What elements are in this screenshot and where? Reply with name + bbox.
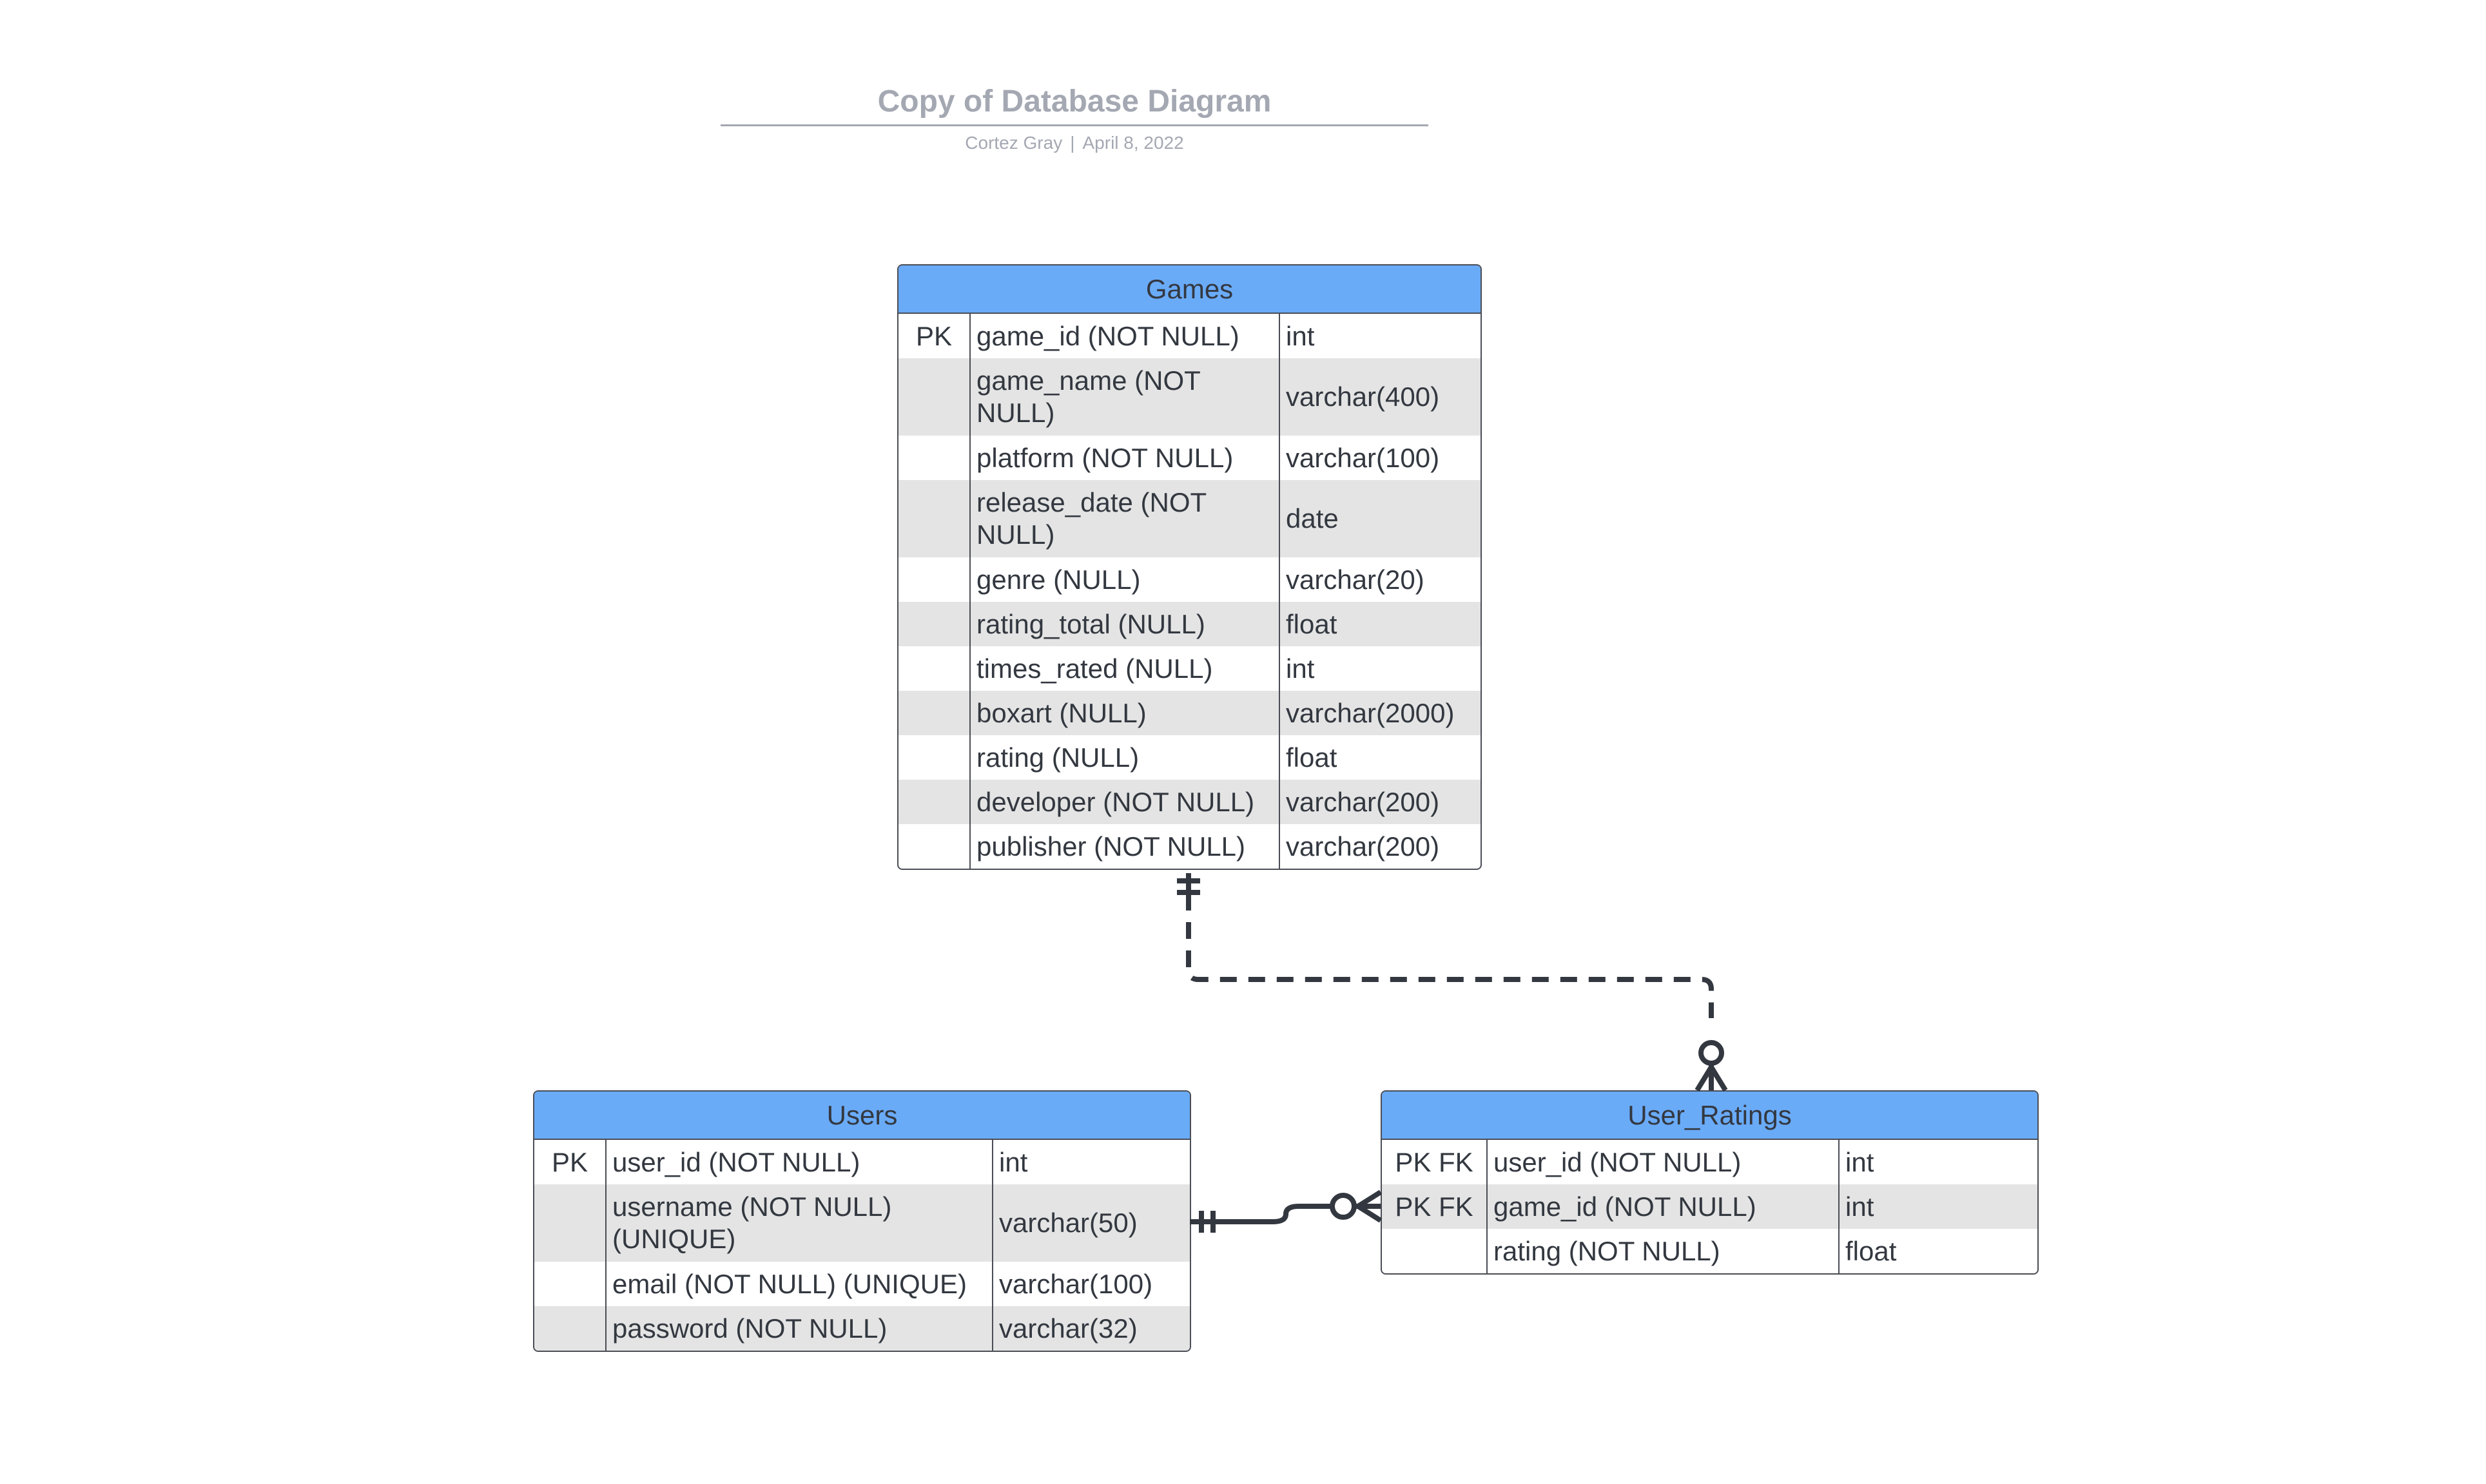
row-key: PK FK [1382, 1184, 1488, 1229]
row-key [1382, 1229, 1488, 1273]
row-field-name: developer (NOT NULL) [971, 780, 1280, 824]
row-field-type: varchar(2000) [1286, 697, 1455, 728]
row-field-type: varchar(20) [1286, 564, 1424, 595]
row-key [898, 358, 971, 436]
row-field-name: user_id (NOT NULL) [1488, 1140, 1840, 1184]
users-row-password: password (NOT NULL) varchar(32) [534, 1306, 1190, 1351]
games-row-developer: developer (NOT NULL) varchar(200) [898, 780, 1481, 824]
row-key [898, 480, 971, 557]
user-ratings-row-rating: rating (NOT NULL) float [1382, 1229, 2037, 1273]
games-row-publisher: publisher (NOT NULL) varchar(200) [898, 824, 1481, 869]
users-row-user-id: PK user_id (NOT NULL) int [534, 1140, 1190, 1184]
row-key: PK [898, 314, 971, 358]
row-field-name: genre (NULL) [971, 557, 1280, 602]
user-ratings-zero-mark [1698, 1040, 1724, 1066]
row-field-type: int [999, 1146, 1028, 1177]
row-field-type: varchar(200) [1286, 786, 1440, 817]
title-block: Copy of Database Diagram Cortez Gray | Apr… [721, 84, 1428, 153]
games-row-genre: genre (NULL) varchar(20) [898, 557, 1481, 602]
games-row-platform: platform (NOT NULL) varchar(100) [898, 436, 1481, 480]
row-key [898, 602, 971, 646]
row-key: PK FK [1382, 1140, 1488, 1184]
row-key [534, 1262, 607, 1306]
entity-users-header: Users [534, 1092, 1190, 1140]
row-key [898, 780, 971, 824]
games-row-release-date: release_date (NOT NULL) date [898, 480, 1481, 557]
row-field-name: email (NOT NULL) (UNIQUE) [607, 1262, 993, 1306]
row-field-name: boxart (NULL) [971, 691, 1280, 735]
games-row-game-name: game_name (NOT NULL) varchar(400) [898, 358, 1481, 436]
row-field-name: release_date (NOT NULL) [971, 480, 1280, 557]
row-key [898, 646, 971, 691]
row-field-type: float [1286, 608, 1337, 639]
row-field-type: int [1845, 1191, 1874, 1222]
row-field-name: username (NOT NULL) (UNIQUE) [607, 1184, 993, 1262]
row-key [534, 1184, 607, 1262]
relationship-games-user-ratings [1186, 894, 1714, 1018]
row-field-type: date [1286, 503, 1339, 534]
row-field-name: game_name (NOT NULL) [971, 358, 1280, 436]
entity-user-ratings[interactable]: User_Ratings PK FK user_id (NOT NULL) in… [1381, 1090, 2039, 1275]
users-row-email: email (NOT NULL) (UNIQUE) varchar(100) [534, 1262, 1190, 1306]
row-field-name: game_id (NOT NULL) [1488, 1184, 1840, 1229]
row-field-type: float [1286, 742, 1337, 773]
entity-user-ratings-header: User_Ratings [1382, 1092, 2037, 1140]
diagram-date: April 8, 2022 [1082, 133, 1184, 153]
row-key [898, 824, 971, 869]
entity-games[interactable]: Games PK game_id (NOT NULL) int game_nam… [897, 264, 1482, 870]
diagram-title: Copy of Database Diagram [721, 84, 1428, 126]
games-row-rating-total: rating_total (NULL) float [898, 602, 1481, 646]
users-row-username: username (NOT NULL) (UNIQUE) varchar(50) [534, 1184, 1190, 1262]
games-row-times-rated: times_rated (NULL) int [898, 646, 1481, 691]
row-field-name: publisher (NOT NULL) [971, 824, 1280, 869]
row-field-name: rating (NULL) [971, 735, 1280, 780]
row-field-type: int [1286, 320, 1315, 351]
row-key: PK [534, 1140, 607, 1184]
row-key [898, 735, 971, 780]
row-field-type: varchar(100) [999, 1268, 1153, 1299]
row-field-name: rating_total (NULL) [971, 602, 1280, 646]
row-key [534, 1306, 607, 1351]
row-field-type: int [1286, 653, 1315, 684]
author-name: Cortez Gray [965, 133, 1063, 153]
diagram-subtitle: Cortez Gray | April 8, 2022 [721, 133, 1428, 153]
row-field-name: password (NOT NULL) [607, 1306, 993, 1351]
row-field-type: varchar(32) [999, 1313, 1138, 1344]
row-field-type: varchar(200) [1286, 831, 1440, 862]
row-field-name: game_id (NOT NULL) [971, 314, 1280, 358]
subtitle-separator: | [1070, 133, 1075, 153]
entity-games-header: Games [898, 265, 1481, 314]
row-field-type: varchar(400) [1286, 381, 1440, 412]
games-row-game-id: PK game_id (NOT NULL) int [898, 314, 1481, 358]
row-key [898, 691, 971, 735]
row-field-type: varchar(100) [1286, 442, 1440, 473]
row-field-type: varchar(50) [999, 1208, 1138, 1238]
user-ratings-row-game-id: PK FK game_id (NOT NULL) int [1382, 1184, 2037, 1229]
row-key [898, 436, 971, 480]
row-field-type: float [1845, 1235, 1897, 1266]
row-key [898, 557, 971, 602]
row-field-name: rating (NOT NULL) [1488, 1229, 1840, 1273]
entity-users[interactable]: Users PK user_id (NOT NULL) int username… [533, 1090, 1191, 1352]
row-field-type: int [1845, 1146, 1874, 1177]
user-ratings-zero-mark-2 [1330, 1193, 1357, 1220]
relationship-users-user-ratings [1190, 1204, 1332, 1224]
row-field-name: times_rated (NULL) [971, 646, 1280, 691]
user-ratings-row-user-id: PK FK user_id (NOT NULL) int [1382, 1140, 2037, 1184]
row-field-name: user_id (NOT NULL) [607, 1140, 993, 1184]
row-field-name: platform (NOT NULL) [971, 436, 1280, 480]
games-row-rating: rating (NULL) float [898, 735, 1481, 780]
games-row-boxart: boxart (NULL) varchar(2000) [898, 691, 1481, 735]
